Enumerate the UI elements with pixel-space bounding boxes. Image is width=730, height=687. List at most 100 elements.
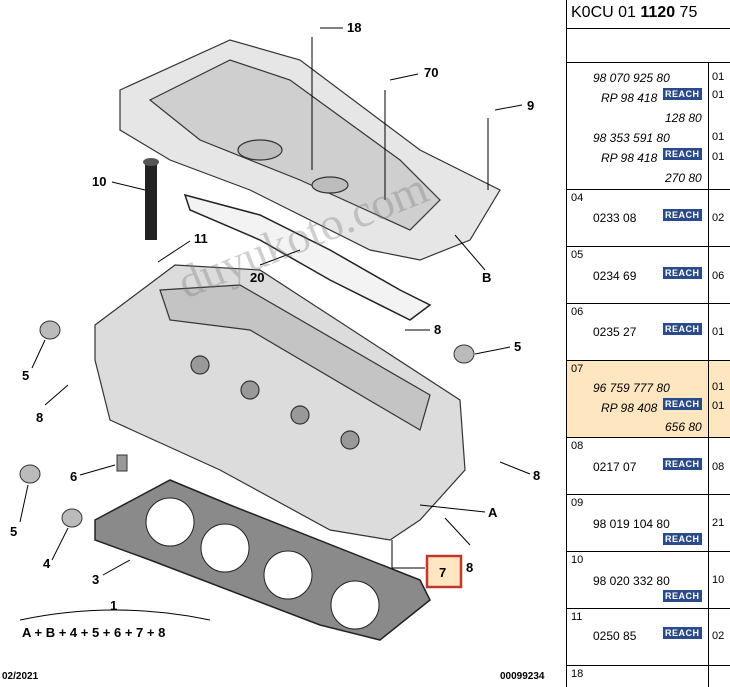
part-ref: 05 bbox=[571, 249, 584, 261]
part-qty: 01 bbox=[712, 400, 725, 412]
part-row-04[interactable]: 04 0233 08 REACH 02 bbox=[567, 190, 730, 247]
part-number: 0233 08 bbox=[593, 211, 637, 225]
part-number: RP 98 418 bbox=[601, 91, 658, 105]
part-row-18[interactable]: 18 bbox=[567, 666, 730, 687]
part-qty: 01 bbox=[712, 131, 725, 143]
callout-6: 6 bbox=[70, 469, 77, 484]
part-qty: 08 bbox=[712, 461, 725, 473]
reach-badge: REACH bbox=[663, 533, 702, 545]
reach-badge: REACH bbox=[663, 627, 702, 639]
part-qty: 10 bbox=[712, 574, 725, 586]
reach-badge: REACH bbox=[663, 209, 702, 221]
parts-blank-row bbox=[567, 28, 730, 63]
part-ref: 07 bbox=[571, 363, 584, 375]
part-qty: 01 bbox=[712, 326, 725, 338]
part-ref: 10 bbox=[571, 554, 584, 566]
plug-4-drawing bbox=[61, 508, 83, 528]
callout-11: 11 bbox=[194, 231, 208, 246]
header-suffix: 75 bbox=[675, 4, 698, 21]
part-ref: 08 bbox=[571, 440, 584, 452]
part-number: RP 98 408 bbox=[601, 401, 658, 415]
part-row-08[interactable]: 08 0217 07 REACH 08 bbox=[567, 438, 730, 495]
reach-badge: REACH bbox=[663, 267, 702, 279]
part-number: 0250 85 bbox=[593, 629, 637, 643]
callout-5-bottom: 5 bbox=[10, 524, 17, 539]
reach-badge: REACH bbox=[663, 590, 702, 602]
reach-badge: REACH bbox=[663, 458, 702, 470]
part-number: 96 759 777 80 bbox=[593, 381, 670, 395]
callout-9: 9 bbox=[527, 98, 534, 113]
part-row-06[interactable]: 06 0235 27 REACH 01 bbox=[567, 304, 730, 361]
part-number: 98 019 104 80 bbox=[593, 517, 670, 531]
callout-3: 3 bbox=[92, 572, 99, 587]
leader-lines bbox=[19, 27, 531, 621]
part-qty: 01 bbox=[712, 151, 725, 163]
exploded-diagram: 18 70 9 10 11 20 B 8 5 5 8 6 A 8 7 5 4 3… bbox=[2, 20, 545, 682]
part-qty: 01 bbox=[712, 381, 725, 393]
plug-5-drawing bbox=[39, 320, 61, 340]
part-ref: 04 bbox=[571, 192, 584, 204]
cylinder-head-block-drawing bbox=[94, 264, 466, 541]
cylinder-head-drawing: 18 70 9 10 11 20 B 8 5 5 8 6 A 8 7 5 4 3… bbox=[10, 20, 540, 641]
part-qty: 02 bbox=[712, 212, 725, 224]
part-number: 98 070 925 80 bbox=[593, 71, 670, 85]
part-qty: 02 bbox=[712, 630, 725, 642]
callout-10: 10 bbox=[92, 174, 106, 189]
callout-70: 70 bbox=[424, 65, 438, 80]
head-gasket-drawing bbox=[94, 479, 431, 641]
reach-badge: REACH bbox=[663, 398, 702, 410]
head-bolt-drawing bbox=[145, 160, 157, 240]
part-ref: 06 bbox=[571, 306, 584, 318]
header-prefix: K0CU 01 bbox=[571, 4, 641, 21]
part-row-11[interactable]: 11 0250 85 REACH 02 bbox=[567, 609, 730, 666]
part-qty: 06 bbox=[712, 270, 725, 282]
part-number: 270 80 bbox=[665, 171, 702, 185]
part-number: 0235 27 bbox=[593, 325, 637, 339]
part-ref: 11 bbox=[571, 611, 583, 623]
callout-7: 7 bbox=[439, 565, 446, 580]
reach-badge: REACH bbox=[663, 323, 702, 335]
part-ref: 18 bbox=[571, 668, 584, 680]
part-number: 0217 07 bbox=[593, 460, 637, 474]
part-ref: 09 bbox=[571, 497, 584, 509]
part-row-group-1[interactable]: 98 070 925 80 01 RP 98 418 REACH 01 128 … bbox=[567, 63, 730, 190]
callout-8-left: 8 bbox=[36, 410, 43, 425]
part-row-07[interactable]: 07 96 759 777 80 01 RP 98 408 REACH 01 6… bbox=[567, 361, 730, 438]
part-qty: 01 bbox=[712, 89, 725, 101]
reach-badge: REACH bbox=[663, 88, 702, 100]
plug-5b-drawing bbox=[453, 344, 475, 364]
parts-header: K0CU 01 1120 75 bbox=[567, 0, 730, 29]
reach-badge: REACH bbox=[663, 148, 702, 160]
formula-total-number: 1 bbox=[110, 598, 117, 613]
callout-4: 4 bbox=[43, 556, 51, 571]
part-number: 128 80 bbox=[665, 111, 702, 125]
part-qty: 01 bbox=[712, 71, 725, 83]
plug-5c-drawing bbox=[19, 464, 41, 484]
callout-18: 18 bbox=[347, 20, 361, 35]
callout-B: B bbox=[482, 270, 491, 285]
dowel-6-drawing bbox=[116, 454, 128, 472]
formula-text: A + B + 4 + 5 + 6 + 7 + 8 bbox=[22, 625, 165, 640]
part-number: 98 020 332 80 bbox=[593, 574, 670, 588]
callout-A: A bbox=[488, 505, 498, 520]
part-number: 98 353 591 80 bbox=[593, 131, 670, 145]
part-row-09[interactable]: 09 98 019 104 80 21 REACH bbox=[567, 495, 730, 552]
footer-code: 00099234 bbox=[500, 671, 545, 682]
parts-list: K0CU 01 1120 75 98 070 925 80 01 RP 98 4… bbox=[566, 0, 730, 687]
callout-8-right: 8 bbox=[533, 468, 540, 483]
part-number: RP 98 418 bbox=[601, 151, 658, 165]
valve-cover-drawing bbox=[119, 39, 501, 261]
part-number: 656 80 bbox=[665, 420, 702, 434]
callout-7-box bbox=[425, 554, 463, 589]
part-row-10[interactable]: 10 98 020 332 80 10 REACH bbox=[567, 552, 730, 609]
callout-20: 20 bbox=[250, 270, 264, 285]
callout-8-lower: 8 bbox=[466, 560, 473, 575]
header-bold: 1120 bbox=[640, 4, 676, 21]
callout-5-left: 5 bbox=[22, 368, 29, 383]
callout-8-top: 8 bbox=[434, 322, 441, 337]
footer-date: 02/2021 bbox=[2, 671, 39, 682]
part-row-05[interactable]: 05 0234 69 REACH 06 bbox=[567, 247, 730, 304]
cover-gasket-drawing bbox=[183, 193, 432, 321]
callout-5-right: 5 bbox=[514, 339, 521, 354]
part-qty: 21 bbox=[712, 517, 725, 529]
